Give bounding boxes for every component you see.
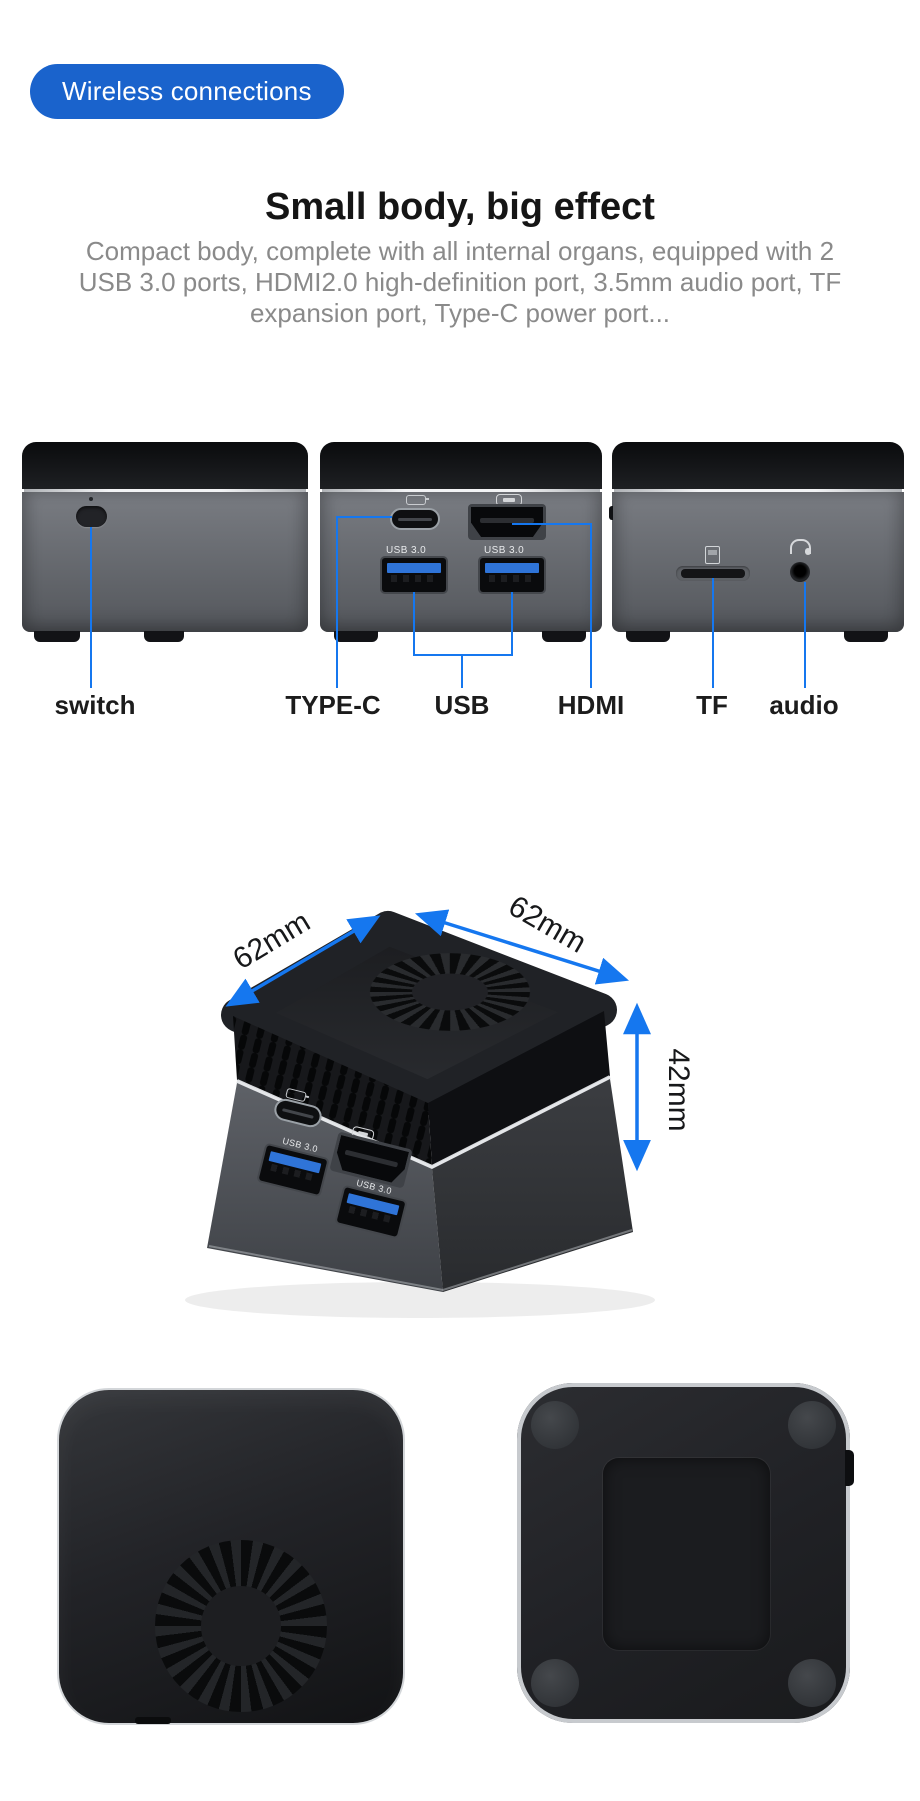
rubber-foot [788,1401,836,1449]
device-photo-ports-side: USB 3.0 USB 3.0 [320,442,602,642]
fan-grille-top [336,937,564,1047]
device-photo-tf-audio-side [609,442,904,642]
cube-shadow [185,1282,655,1318]
cube-right-face [432,1079,633,1292]
annotation-line-usb [413,654,513,656]
tf-card-icon [705,546,720,564]
usb3-port [480,558,544,592]
cube-right-band [428,1011,610,1166]
device-foot [542,631,586,642]
usb3-port [336,1187,406,1237]
device-foot [844,631,888,642]
device-foot [34,631,80,642]
cube-front-face [207,1083,443,1292]
type-c-port [390,508,440,530]
hdmi-port [329,1131,413,1189]
annotation-line-usb [461,654,463,688]
device-foot [334,631,378,642]
usb3-port [258,1145,328,1195]
wireless-connections-badge: Wireless connections [30,64,344,119]
silver-trim [322,489,600,492]
page-title: Small body, big effect [265,186,655,228]
device-top-band [22,442,308,489]
annotation-line-hdmi [512,523,592,525]
side-button [609,506,613,520]
type-c-port [272,1096,324,1130]
fan-grille [155,1540,327,1712]
annotation-line-tf [712,578,714,688]
edge-notch [135,1717,171,1724]
power-led-dot [89,497,93,501]
power-button [76,506,107,527]
annotation-line-audio [804,582,806,688]
annotation-line-typec [336,516,392,518]
dimension-depth: 62mm [502,889,592,960]
rubber-foot [788,1659,836,1707]
annotation-line-typec [336,516,338,688]
side-button [845,1450,854,1486]
label-switch: switch [54,690,136,720]
label-tf: TF [696,690,728,720]
annotation-line-usb [511,592,513,654]
device-body [320,492,602,632]
rubber-foot [531,1401,579,1449]
device-foot [626,631,670,642]
headphones-icon [790,539,811,555]
tf-card-slot [676,566,750,581]
type-c-icon [406,495,429,505]
device-photo-switch-side [22,442,308,642]
rubber-foot [531,1659,579,1707]
bottom-view-photo [517,1383,854,1723]
hdmi-port [468,504,546,540]
dimension-height: 42mm [662,1048,695,1132]
device-body [22,492,308,632]
dimension-width: 62mm [227,904,316,977]
cube-front-vent-band [233,1016,432,1166]
device-body [612,492,904,632]
intro-description: Compact body, complete with all internal… [78,236,842,328]
annotation-line-hdmi [590,523,592,688]
usb3-port [382,558,446,592]
silver-trim [614,489,902,492]
silver-rim [517,1383,850,1723]
usb3-caption: USB 3.0 [484,545,525,556]
silver-trim [24,489,306,492]
label-type-c: TYPE-C [285,690,381,720]
device-top-band [320,442,602,489]
device-foot [144,631,184,642]
cube-bottom-edge [208,1229,633,1292]
label-hdmi: HDMI [557,690,625,720]
label-usb: USB [434,690,490,720]
annotation-line-usb [413,592,415,654]
top-view-photo [57,1388,405,1725]
device-top-band [612,442,904,489]
label-audio: audio [769,690,839,720]
usb3-caption: USB 3.0 [386,545,427,556]
bottom-access-panel [603,1458,770,1650]
annotation-line-switch [90,527,92,688]
audio-jack [790,562,810,582]
